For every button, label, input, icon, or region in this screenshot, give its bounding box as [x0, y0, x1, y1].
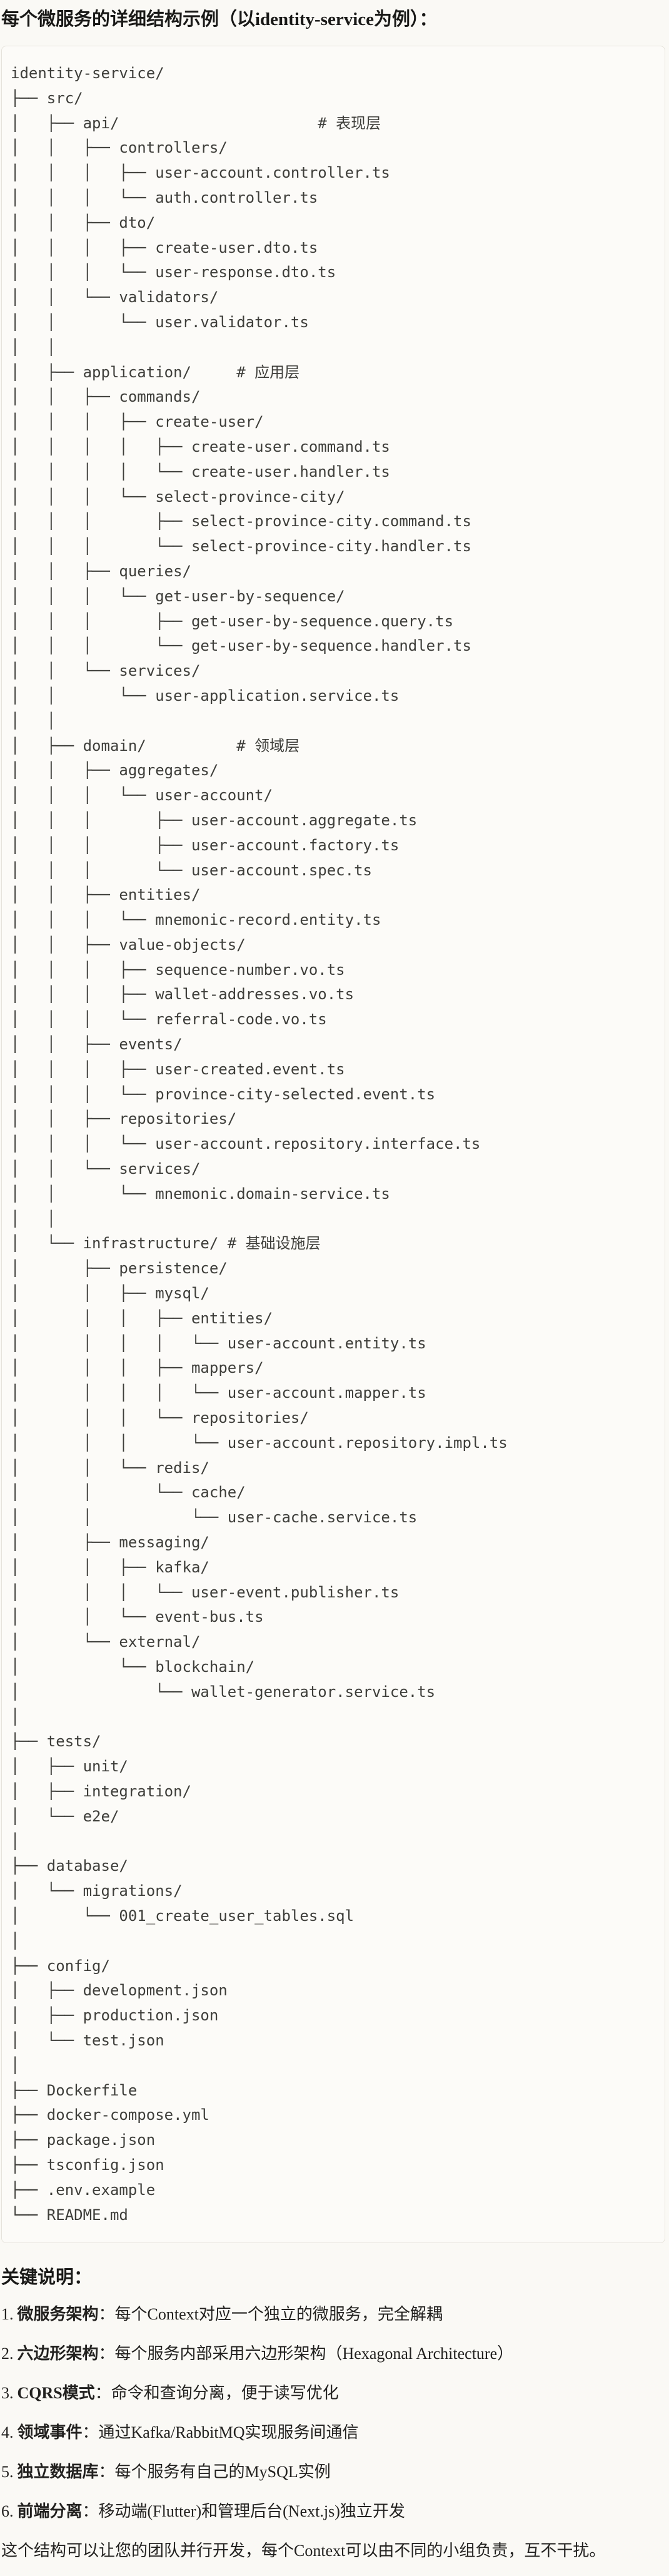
note-term: CQRS模式: [17, 2384, 95, 2403]
notes-list: 1.微服务架构：每个Context对应一个独立的微服务，完全解耦 2.六边形架构…: [1, 2302, 665, 2524]
note-item: 4.领域事件：通过Kafka/RabbitMQ实现服务间通信: [1, 2420, 665, 2445]
note-desc: ：每个服务有自己的MySQL实例: [98, 2463, 331, 2482]
note-desc: ：每个Context对应一个独立的微服务，完全解耦: [98, 2305, 443, 2324]
note-desc: ：命令和查询分离，便于读写优化: [94, 2384, 339, 2403]
directory-tree: identity-service/ ├── src/ │ ├── api/ # …: [11, 64, 508, 2224]
note-item: 6.前端分离：移动端(Flutter)和管理后台(Next.js)独立开发: [1, 2499, 665, 2524]
note-item: 1.微服务架构：每个Context对应一个独立的微服务，完全解耦: [1, 2302, 665, 2327]
notes-heading: 关键说明：: [1, 2268, 93, 2288]
note-term: 前端分离: [17, 2502, 83, 2521]
note-term: 微服务架构: [17, 2305, 99, 2324]
note-number: 1.: [1, 2305, 14, 2324]
code-block: identity-service/ ├── src/ │ ├── api/ # …: [1, 46, 665, 2244]
page-title: 每个微服务的详细结构示例（以identity-service为例）：: [1, 9, 438, 29]
note-number: 5.: [1, 2463, 14, 2482]
note-item: 3.CQRS模式：命令和查询分离，便于读写优化: [1, 2381, 665, 2406]
note-item: 2.六边形架构：每个服务内部采用六边形架构（Hexagonal Architec…: [1, 2341, 665, 2366]
closing-note: 这个结构可以让您的团队并行开发，每个Context可以由不同的小组负责，互不干扰…: [1, 2542, 606, 2560]
note-term: 独立数据库: [17, 2463, 99, 2482]
note-number: 4.: [1, 2423, 14, 2442]
note-item: 5.独立数据库：每个服务有自己的MySQL实例: [1, 2460, 665, 2485]
note-number: 3.: [1, 2384, 14, 2403]
note-term: 六边形架构: [17, 2344, 99, 2363]
note-desc: ：每个服务内部采用六边形架构（Hexagonal Architecture）: [98, 2344, 514, 2363]
note-number: 2.: [1, 2344, 14, 2363]
note-term: 领域事件: [17, 2423, 83, 2442]
note-desc: ：移动端(Flutter)和管理后台(Next.js)独立开发: [82, 2502, 405, 2521]
note-number: 6.: [1, 2502, 14, 2521]
note-desc: ：通过Kafka/RabbitMQ实现服务间通信: [82, 2423, 359, 2442]
